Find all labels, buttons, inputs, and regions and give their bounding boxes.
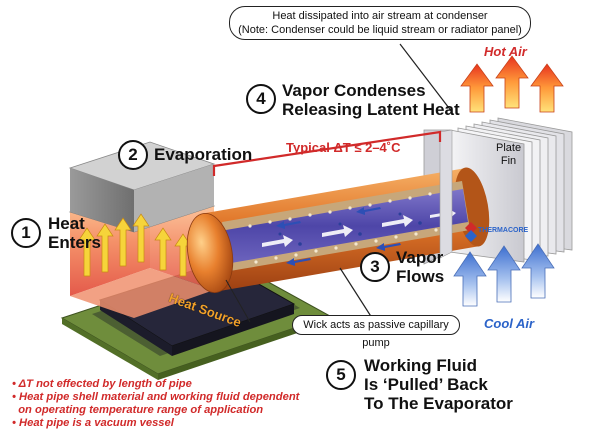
step-1-badge: 1 [11, 218, 41, 248]
wick-callout: Wick acts as passive capillary pump [292, 315, 460, 349]
note-item: • Heat pipe shell material and working f… [12, 391, 300, 403]
condenser-callout-line2: (Note: Condenser could be liquid stream … [238, 24, 522, 36]
plate-fins [423, 117, 573, 265]
step-4-badge: 4 [246, 84, 276, 114]
condenser-callout: Heat dissipated into air stream at conde… [229, 6, 531, 40]
hot-air-label: Hot Air [484, 44, 527, 59]
delta-t-bracket [212, 130, 442, 176]
thermacore-logo [465, 222, 477, 242]
step-5-label-line2: Is ‘Pulled’ Back [364, 375, 488, 394]
step-3-badge: 3 [360, 252, 390, 282]
step-5-label-line1: Working Fluid [364, 356, 478, 375]
heat-pipe [186, 167, 490, 293]
step-3-label-line1: Vapor [396, 248, 444, 267]
step-4-label-line1: Vapor Condenses [282, 81, 426, 100]
step-2-badge: 2 [118, 140, 148, 170]
cool-air-label: Cool Air [484, 316, 535, 331]
pipe-end-cap [186, 213, 234, 293]
step-5-label: Working Fluid Is ‘Pulled’ Back To The Ev… [364, 356, 513, 413]
step-1-label-line1: Heat [48, 214, 85, 233]
step-4-label: Vapor Condenses Releasing Latent Heat [282, 81, 460, 119]
step-2-label: Evaporation [154, 145, 253, 164]
notes-list: • ΔT not effected by length of pipe • He… [12, 378, 299, 430]
plate-fin-label-line2: Fin [500, 155, 517, 167]
cool-air-arrows [453, 243, 555, 307]
note-item: • Heat pipe is a vacuum vessel [12, 417, 174, 429]
condenser-callout-pointer [399, 43, 453, 113]
note-item: on operating temperature range of applic… [12, 404, 264, 416]
step-1-label: Heat Enters [48, 214, 101, 252]
plate-fin-label: Plate Fin [496, 142, 521, 168]
step-4-label-line2: Releasing Latent Heat [282, 100, 460, 119]
plate-fin-label-line1: Plate [496, 142, 522, 154]
step-5-label-line3: To The Evaporator [364, 394, 513, 413]
step-1-label-line2: Enters [48, 233, 101, 252]
delta-t-label: Typical ΔT ≤ 2–4˚C [286, 140, 401, 155]
condenser-callout-line1: Heat dissipated into air stream at conde… [272, 10, 488, 22]
brand-label: THERMACORE [478, 227, 529, 234]
wick-callout-pointer [339, 267, 373, 319]
step-3-label: Vapor Flows [396, 248, 444, 286]
note-item: • ΔT not effected by length of pipe [12, 378, 192, 390]
step-3-label-line2: Flows [396, 267, 445, 286]
step-5-badge: 5 [326, 360, 356, 390]
hot-air-arrows [460, 55, 564, 113]
